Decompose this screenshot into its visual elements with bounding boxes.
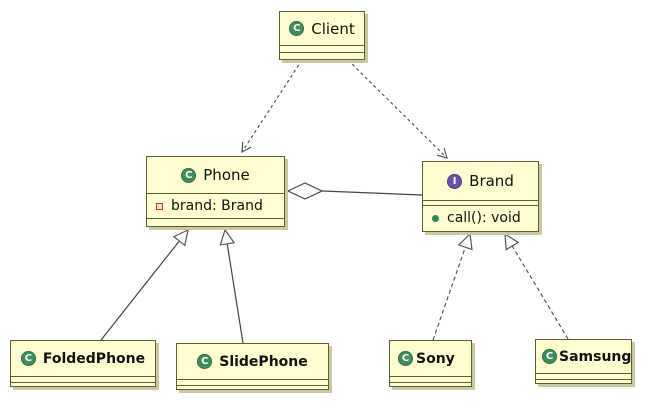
interface-brand-name: Brand (469, 172, 514, 190)
class-icon: C (20, 351, 36, 366)
public-method-icon (432, 214, 439, 222)
class-icon: C (398, 351, 413, 366)
interface-icon: I (447, 173, 463, 189)
realization-samsung-brand (504, 232, 569, 340)
class-slide-phone-header: C SlidePhone (177, 344, 328, 379)
attributes-compartment: brand: Brand (147, 193, 284, 218)
class-folded-phone[interactable]: C FoldedPhone (10, 340, 156, 387)
class-client[interactable]: C Client (279, 11, 365, 60)
class-folded-phone-name: FoldedPhone (42, 350, 146, 367)
dependency-client-phone (241, 59, 303, 154)
operations-compartment (536, 379, 631, 380)
class-phone[interactable]: C Phone brand: Brand (146, 156, 285, 227)
field-brand: brand: Brand (171, 198, 263, 214)
attributes-compartment (177, 379, 328, 385)
class-sony-header: C Sony (390, 341, 471, 376)
interface-brand-header: I Brand (423, 162, 538, 200)
class-icon: C (197, 354, 213, 369)
generalization-slide-phone (219, 228, 244, 344)
attributes-compartment (423, 200, 538, 205)
class-client-header: C Client (280, 12, 364, 45)
private-field-icon (156, 202, 163, 210)
class-sony[interactable]: C Sony (389, 340, 472, 387)
aggregation-line (321, 190, 423, 196)
attributes-compartment (11, 376, 155, 382)
class-icon: C (542, 349, 557, 364)
aggregation-diamond (286, 182, 324, 200)
class-samsung-header: C Samsung (536, 340, 631, 373)
attributes-compartment (536, 373, 631, 379)
method-call: call(): void (447, 210, 521, 226)
class-slide-phone-name: SlidePhone (219, 353, 308, 370)
dependency-client-brand (347, 59, 448, 159)
interface-brand[interactable]: I Brand call(): void (422, 161, 539, 232)
class-sony-name: Sony (416, 350, 455, 367)
class-phone-name: Phone (203, 166, 250, 184)
class-samsung[interactable]: C Samsung (535, 339, 632, 384)
class-slide-phone[interactable]: C SlidePhone (176, 343, 329, 390)
operations-compartment (177, 385, 328, 386)
class-icon: C (181, 167, 197, 183)
class-icon: C (289, 21, 305, 36)
operations-compartment (390, 382, 471, 383)
generalization-folded-phone (100, 228, 189, 341)
operations-compartment: call(): void (423, 205, 538, 230)
class-folded-phone-header: C FoldedPhone (11, 341, 155, 376)
operations-compartment (147, 218, 284, 219)
attributes-compartment (280, 45, 364, 52)
class-samsung-name: Samsung (559, 348, 632, 365)
operations-compartment (280, 52, 364, 53)
attributes-compartment (390, 376, 471, 382)
class-phone-header: C Phone (147, 157, 284, 193)
operations-compartment (11, 382, 155, 383)
class-client-name: Client (311, 19, 355, 38)
realization-sony-brand (432, 232, 473, 341)
